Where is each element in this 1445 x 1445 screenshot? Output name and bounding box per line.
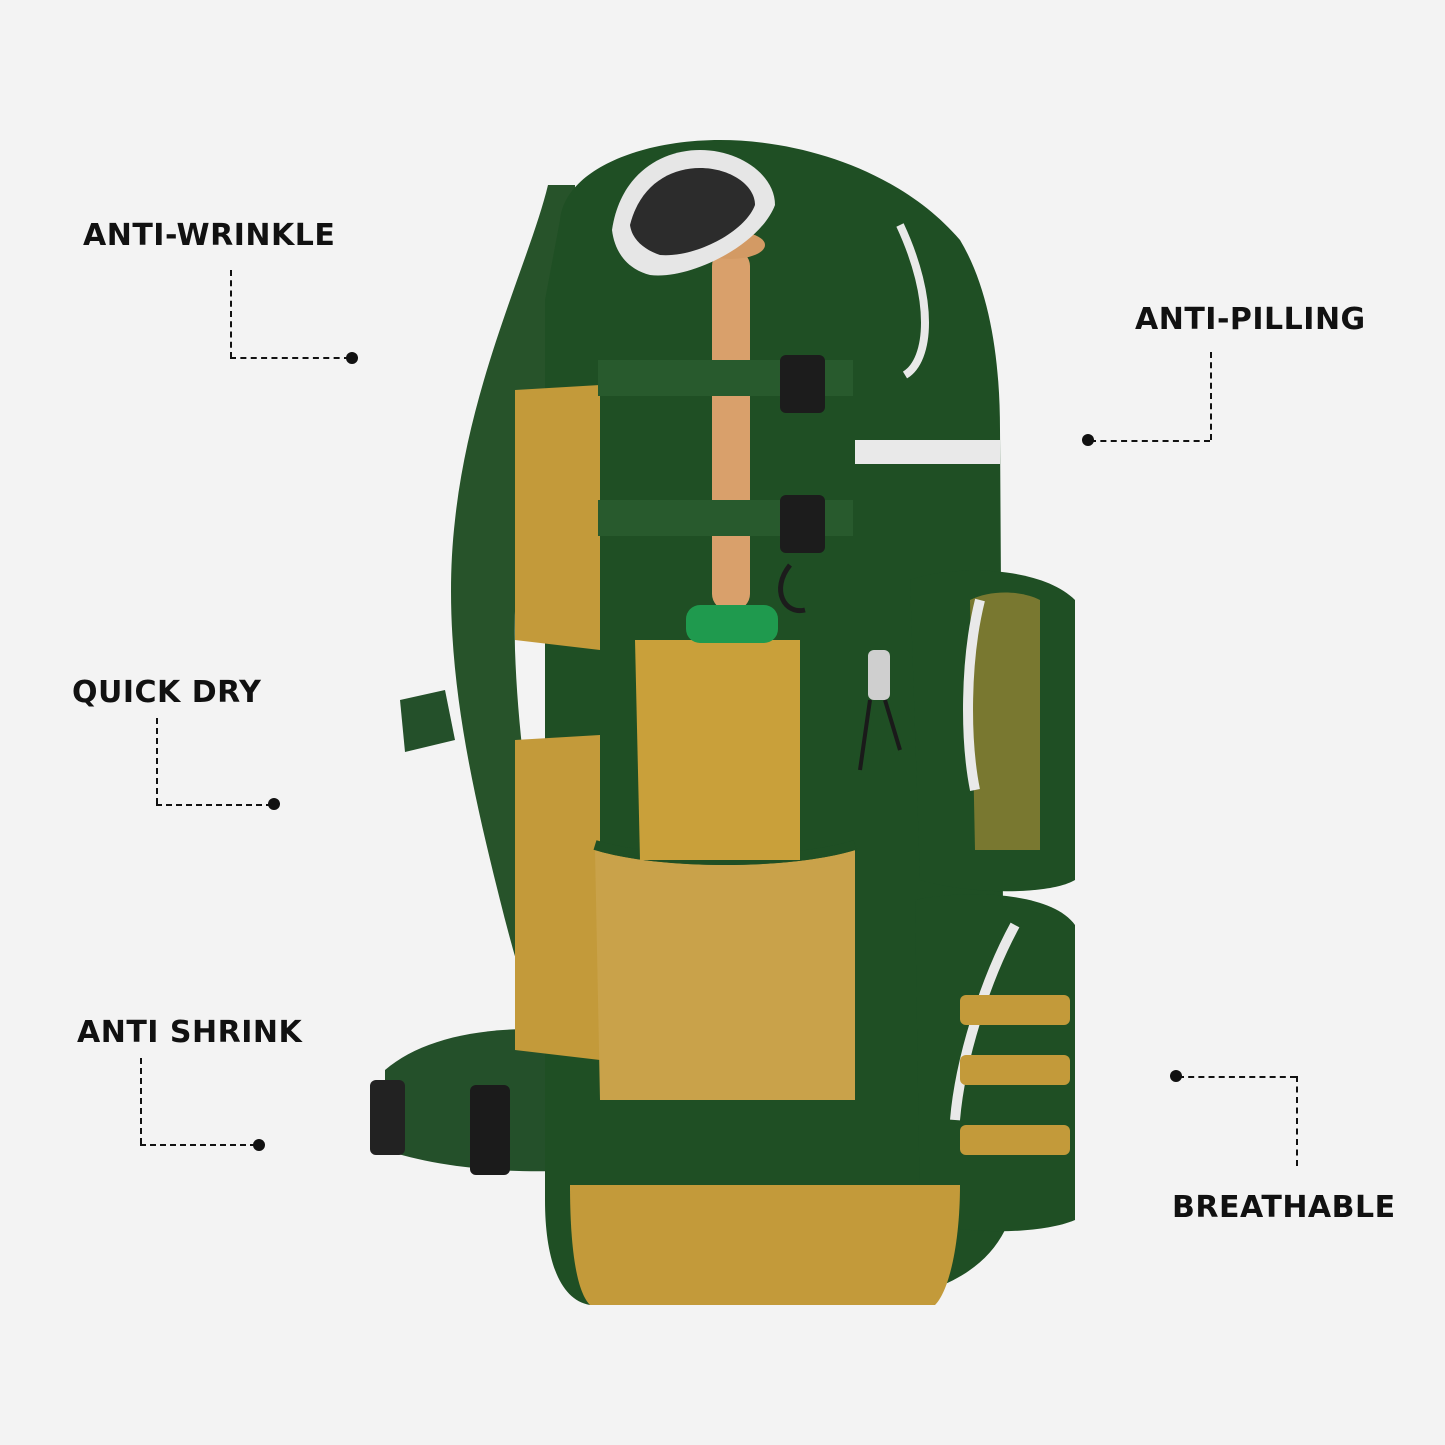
feature-label-breathable: BREATHABLE: [1172, 1190, 1396, 1225]
feature-label-anti-wrinkle: ANTI-WRINKLE: [83, 218, 336, 253]
connector-line: [1090, 440, 1210, 442]
connector-line: [230, 357, 350, 359]
connector-dot: [253, 1139, 265, 1151]
connector-line: [1210, 352, 1212, 440]
feature-label-anti-pilling: ANTI-PILLING: [1135, 302, 1366, 337]
connector-line: [156, 804, 272, 806]
connector-dot: [1082, 434, 1094, 446]
connector-line: [140, 1058, 142, 1144]
connector-line: [1178, 1076, 1296, 1078]
connector-line: [140, 1144, 256, 1146]
connector-line: [230, 270, 232, 358]
connector-line: [156, 718, 158, 804]
feature-label-quick-dry: QUICK DRY: [72, 675, 262, 710]
feature-label-anti-shrink: ANTI SHRINK: [77, 1015, 303, 1050]
connector-dot: [1170, 1070, 1182, 1082]
connector-line: [1296, 1076, 1298, 1166]
connector-dot: [268, 798, 280, 810]
connector-dot: [346, 352, 358, 364]
